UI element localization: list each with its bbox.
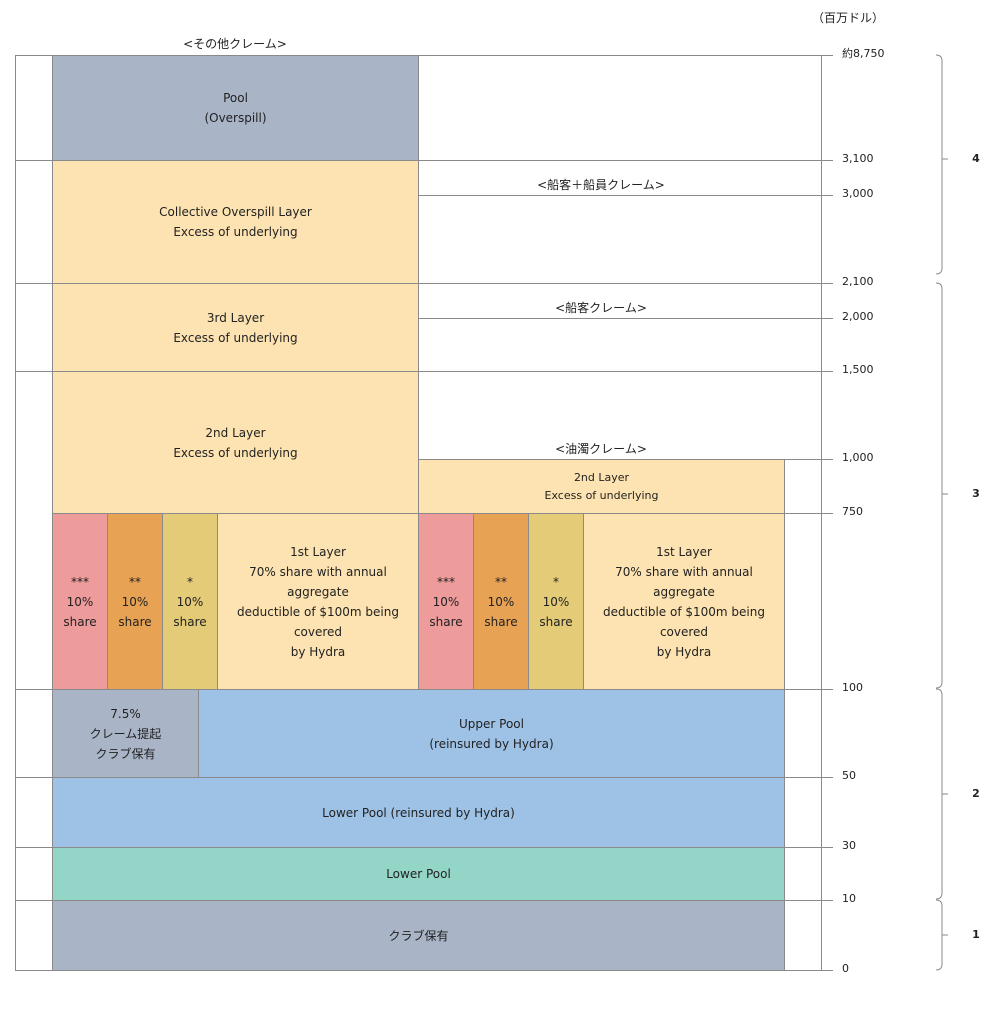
share-block-single: * 10% share bbox=[162, 513, 218, 690]
block-text: Lower Pool bbox=[386, 867, 451, 881]
oil-share-block-single: * 10% share bbox=[528, 513, 584, 690]
share-block-triple: *** 10% share bbox=[52, 513, 108, 690]
tier-bracket-2 bbox=[935, 688, 943, 900]
block-text: クレーム提起 bbox=[89, 726, 162, 741]
share-word: share bbox=[484, 614, 518, 629]
axis-value: 0 bbox=[842, 962, 849, 975]
block-text: クラブ保有 bbox=[388, 928, 449, 943]
axis-value: 約8,750 bbox=[842, 47, 885, 60]
lower-pool-reinsured-block: Lower Pool (reinsured by Hydra) bbox=[52, 777, 785, 848]
block-text: 1st Layer bbox=[290, 544, 346, 559]
axis-value: 30 bbox=[842, 839, 856, 852]
third-layer-block: 3rd Layer Excess of underlying bbox=[52, 283, 419, 372]
axis-value: 3,000 bbox=[842, 187, 874, 200]
guide-line-3000 bbox=[418, 195, 833, 196]
block-text: 1st Layer bbox=[656, 544, 712, 559]
collective-overspill-block: Collective Overspill Layer Excess of und… bbox=[52, 160, 419, 284]
guide-line-2100 bbox=[15, 283, 833, 284]
tier-label-1: 1 bbox=[972, 928, 980, 941]
share-block-double: ** 10% share bbox=[107, 513, 163, 690]
share-mark: *** bbox=[437, 574, 455, 589]
axis-value: 100 bbox=[842, 681, 863, 694]
axis-value: 2,000 bbox=[842, 310, 874, 323]
share-pct: 10% bbox=[432, 594, 460, 609]
block-text: (Overspill) bbox=[204, 111, 267, 125]
oil-first-layer-block: 1st Layer 70% share with annual aggregat… bbox=[583, 513, 785, 690]
share-word: share bbox=[118, 614, 152, 629]
oil-share-block-double: ** 10% share bbox=[473, 513, 529, 690]
block-text: 7.5% bbox=[110, 706, 141, 721]
axis-value: 750 bbox=[842, 505, 863, 518]
axis-value: 2,100 bbox=[842, 275, 874, 288]
tier-label-2: 2 bbox=[972, 787, 980, 800]
tier-bracket-4 bbox=[935, 54, 943, 275]
tier-label-3: 3 bbox=[972, 487, 980, 500]
block-text: Excess of underlying bbox=[173, 445, 298, 460]
upper-pool-block: Upper Pool (reinsured by Hydra) bbox=[198, 689, 785, 778]
club-claim-retention-block: 7.5% クレーム提起 クラブ保有 bbox=[52, 689, 199, 778]
block-text: deductible of $100m being covered bbox=[603, 604, 765, 639]
share-word: share bbox=[539, 614, 573, 629]
block-text: by Hydra bbox=[290, 644, 346, 659]
block-text: クラブ保有 bbox=[95, 746, 156, 761]
axis-value: 50 bbox=[842, 769, 856, 782]
oil-share-block-triple: *** 10% share bbox=[418, 513, 474, 690]
guide-line-750 bbox=[784, 513, 833, 514]
frame-left-line bbox=[15, 55, 16, 970]
tier-bracket-1 bbox=[935, 899, 943, 971]
share-pct: 10% bbox=[176, 594, 204, 609]
block-text: by Hydra bbox=[656, 644, 712, 659]
section-passenger-claims: <船客クレーム> bbox=[555, 301, 647, 315]
tier-label-4: 4 bbox=[972, 152, 980, 165]
lower-pool-block: Lower Pool bbox=[52, 847, 785, 901]
share-mark: * bbox=[553, 574, 559, 589]
tier-bracket-3 bbox=[935, 282, 943, 689]
block-text: Upper Pool bbox=[459, 716, 524, 731]
axis-value: 1,500 bbox=[842, 363, 874, 376]
block-text: 3rd Layer bbox=[206, 310, 265, 325]
share-word: share bbox=[429, 614, 463, 629]
block-text: 70% share with annual aggregate bbox=[249, 564, 387, 599]
block-text: deductible of $100m being covered bbox=[237, 604, 399, 639]
block-text: 2nd Layer bbox=[573, 470, 630, 484]
axis-value: 10 bbox=[842, 892, 856, 905]
block-text: Excess of underlying bbox=[544, 488, 659, 502]
block-text: Pool bbox=[223, 91, 248, 105]
guide-line-8750 bbox=[15, 55, 833, 56]
share-mark: * bbox=[187, 574, 193, 589]
block-text: Collective Overspill Layer bbox=[159, 205, 312, 219]
block-text: Excess of underlying bbox=[173, 330, 298, 345]
unit-label: （百万ドル） bbox=[812, 11, 885, 25]
share-pct: 10% bbox=[66, 594, 94, 609]
share-mark: *** bbox=[71, 574, 89, 589]
share-word: share bbox=[173, 614, 207, 629]
block-text: Excess of underlying bbox=[173, 225, 298, 239]
block-text: 2nd Layer bbox=[205, 425, 266, 440]
section-oil-claims: <油濁クレーム> bbox=[555, 442, 647, 456]
oil-second-layer-block: 2nd Layer Excess of underlying bbox=[418, 459, 785, 514]
axis-value: 1,000 bbox=[842, 451, 874, 464]
section-other-claims: <その他クレーム> bbox=[183, 37, 287, 51]
frame-right-line bbox=[821, 55, 822, 970]
pool-overspill-block: Pool (Overspill) bbox=[52, 55, 419, 161]
share-pct: 10% bbox=[542, 594, 570, 609]
second-layer-block: 2nd Layer Excess of underlying bbox=[52, 371, 419, 514]
guide-line-1500 bbox=[15, 371, 833, 372]
block-text: (reinsured by Hydra) bbox=[429, 736, 554, 751]
club-retention-block: クラブ保有 bbox=[52, 900, 785, 971]
section-passenger-crew-claims: <船客＋船員クレーム> bbox=[537, 178, 665, 192]
share-pct: 10% bbox=[121, 594, 149, 609]
guide-line-3100 bbox=[15, 160, 833, 161]
guide-line-2000 bbox=[418, 318, 833, 319]
first-layer-block: 1st Layer 70% share with annual aggregat… bbox=[217, 513, 419, 690]
block-text: Lower Pool (reinsured by Hydra) bbox=[322, 805, 515, 820]
block-text: 70% share with annual aggregate bbox=[615, 564, 753, 599]
share-mark: ** bbox=[129, 574, 141, 589]
share-pct: 10% bbox=[487, 594, 515, 609]
axis-value: 3,100 bbox=[842, 152, 874, 165]
share-mark: ** bbox=[495, 574, 507, 589]
share-word: share bbox=[63, 614, 97, 629]
